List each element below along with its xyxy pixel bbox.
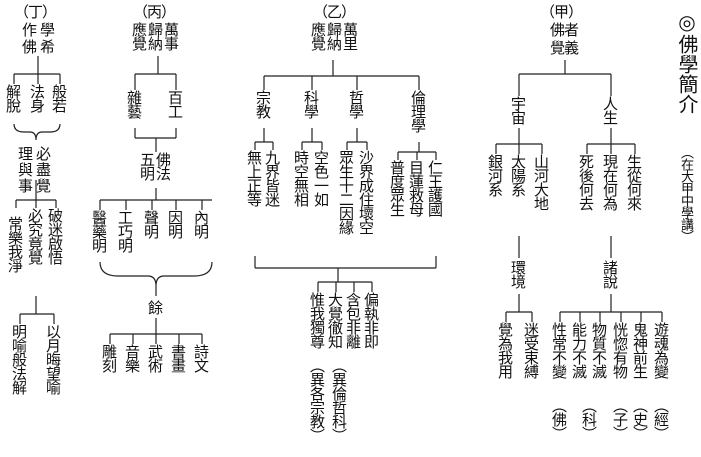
theory-2: 能力不滅 bbox=[570, 322, 588, 378]
five-4: 工巧明 bbox=[116, 210, 134, 252]
node-zayi: 雜藝 bbox=[125, 90, 143, 118]
source-2: （科） bbox=[580, 398, 598, 440]
ding-l3-2: 必究竟覺 bbox=[26, 208, 44, 264]
five-1: 內明 bbox=[192, 210, 210, 238]
rs-item-2: 現在何為 bbox=[601, 154, 619, 210]
jue-item: 覺為我用 bbox=[496, 322, 514, 378]
yz-item-3: 山河大地 bbox=[532, 154, 550, 210]
node-zhushuo: 諸說 bbox=[601, 260, 619, 288]
node-rensheng: 人生 bbox=[601, 96, 619, 124]
ding-l2-l1: 理 bbox=[18, 145, 34, 163]
kx-item-2: 時空無相 bbox=[292, 150, 310, 206]
ding-head-1: 學 bbox=[40, 21, 56, 39]
five-5: 醫藥明 bbox=[90, 210, 108, 252]
mi-item: 迷受束縛 bbox=[522, 322, 540, 378]
res-note-2: （異各宗教） bbox=[308, 358, 326, 442]
node-fofa: 佛法 bbox=[154, 152, 172, 180]
ding-l4-2: 明喻般法解 bbox=[10, 324, 28, 394]
theory-6: 遊魂為變 bbox=[652, 322, 670, 378]
zx-item-2: 眾生十二因緣 bbox=[337, 150, 355, 234]
jia-head-2: 覺義 bbox=[550, 39, 579, 57]
source-3: （子） bbox=[611, 398, 629, 440]
ding-head-4: 佛 bbox=[22, 38, 38, 56]
yz-item-1: 銀河系 bbox=[486, 154, 504, 196]
bing-head-2: 歸納 bbox=[146, 22, 164, 50]
bing-head-1: 萬事 bbox=[162, 22, 180, 50]
yz-item-2: 太陽系 bbox=[509, 154, 527, 196]
five-2: 因明 bbox=[166, 210, 184, 238]
art-3: 武術 bbox=[146, 344, 164, 372]
zx-item-1: 沙界成住壞空 bbox=[357, 150, 375, 234]
ding-l4-1: 以月晦望喻 bbox=[44, 324, 62, 394]
page-subtitle: （在大甲中學講） bbox=[678, 146, 693, 242]
res-item-1: 偏執非即 bbox=[362, 292, 380, 348]
res-note-1: （異倫哲科） bbox=[330, 358, 348, 442]
node-baigong: 百工 bbox=[166, 90, 184, 118]
jia-label: （甲） bbox=[540, 3, 583, 21]
node-wuming: 五明 bbox=[138, 152, 156, 180]
node-huanjing: 環境 bbox=[509, 260, 527, 288]
cat-zongjiao: 宗教 bbox=[254, 90, 272, 118]
art-5: 雕刻 bbox=[100, 344, 118, 372]
bing-label: （丙） bbox=[133, 3, 176, 21]
ding-l2-l2: 與 bbox=[18, 161, 34, 179]
cat-zhexue: 哲學 bbox=[347, 90, 365, 118]
rs-item-3: 生從何來 bbox=[625, 154, 643, 210]
node-yu: 餘 bbox=[146, 300, 164, 314]
art-2: 書畫 bbox=[169, 344, 187, 372]
zj-item-1: 九界皆迷 bbox=[263, 150, 281, 206]
res-item-3: 大覺徹知 bbox=[326, 292, 344, 348]
source-4: （史） bbox=[631, 398, 649, 440]
ding-l1-3: 解脫 bbox=[4, 84, 22, 112]
ding-label: （丁） bbox=[14, 3, 57, 21]
yi-head-2: 歸納 bbox=[325, 22, 343, 50]
yi-head-3: 應覺 bbox=[309, 22, 327, 50]
yi-head-1: 萬里 bbox=[341, 22, 359, 50]
ding-head-3: 作 bbox=[22, 21, 38, 39]
res-item-4: 惟我獨尊 bbox=[308, 292, 326, 348]
res-item-2: 含包非離 bbox=[344, 292, 362, 348]
ding-l2-r2: 盡 bbox=[36, 161, 52, 179]
ding-l3-1: 破迷啟悟 bbox=[46, 208, 64, 264]
node-yuzhou: 宇宙 bbox=[509, 96, 527, 124]
ding-l1-1: 般若 bbox=[50, 84, 68, 112]
theory-3: 物質不滅 bbox=[590, 322, 608, 378]
cat-lunlixue: 倫理學 bbox=[409, 90, 427, 132]
five-3: 聲明 bbox=[142, 210, 160, 238]
theory-1: 性常不變 bbox=[550, 322, 568, 378]
ding-l3-3: 常樂我淨 bbox=[6, 216, 24, 272]
jia-head-1: 佛者 bbox=[550, 21, 579, 39]
ding-l2-r3: 覺 bbox=[36, 177, 52, 195]
bing-head-3: 應覺 bbox=[130, 22, 148, 50]
ding-l1-2: 法身 bbox=[28, 84, 46, 112]
ding-l2-r1: 必 bbox=[36, 145, 52, 163]
ll-item-3: 普度眾生 bbox=[388, 160, 406, 216]
theory-4: 恍惚有物 bbox=[611, 322, 629, 378]
cat-kexue: 科學 bbox=[302, 90, 320, 118]
page-title: ◎佛學簡介 bbox=[675, 10, 699, 114]
art-1: 詩文 bbox=[192, 344, 210, 372]
ll-item-2: 目蓮救母 bbox=[407, 160, 425, 216]
yi-label: （乙） bbox=[313, 3, 356, 21]
rs-item-1: 死後何去 bbox=[577, 154, 595, 210]
zj-item-2: 無上正等 bbox=[245, 150, 263, 206]
theory-5: 鬼神前生 bbox=[631, 322, 649, 378]
ding-head-2: 希 bbox=[40, 38, 56, 56]
kx-item-1: 空色一如 bbox=[312, 150, 330, 206]
source-5: （經） bbox=[652, 398, 670, 440]
ll-item-1: 仁王護國 bbox=[426, 160, 444, 216]
source-1: （佛） bbox=[550, 398, 568, 440]
ding-l2-l3: 事 bbox=[18, 177, 34, 195]
art-4: 音樂 bbox=[123, 344, 141, 372]
